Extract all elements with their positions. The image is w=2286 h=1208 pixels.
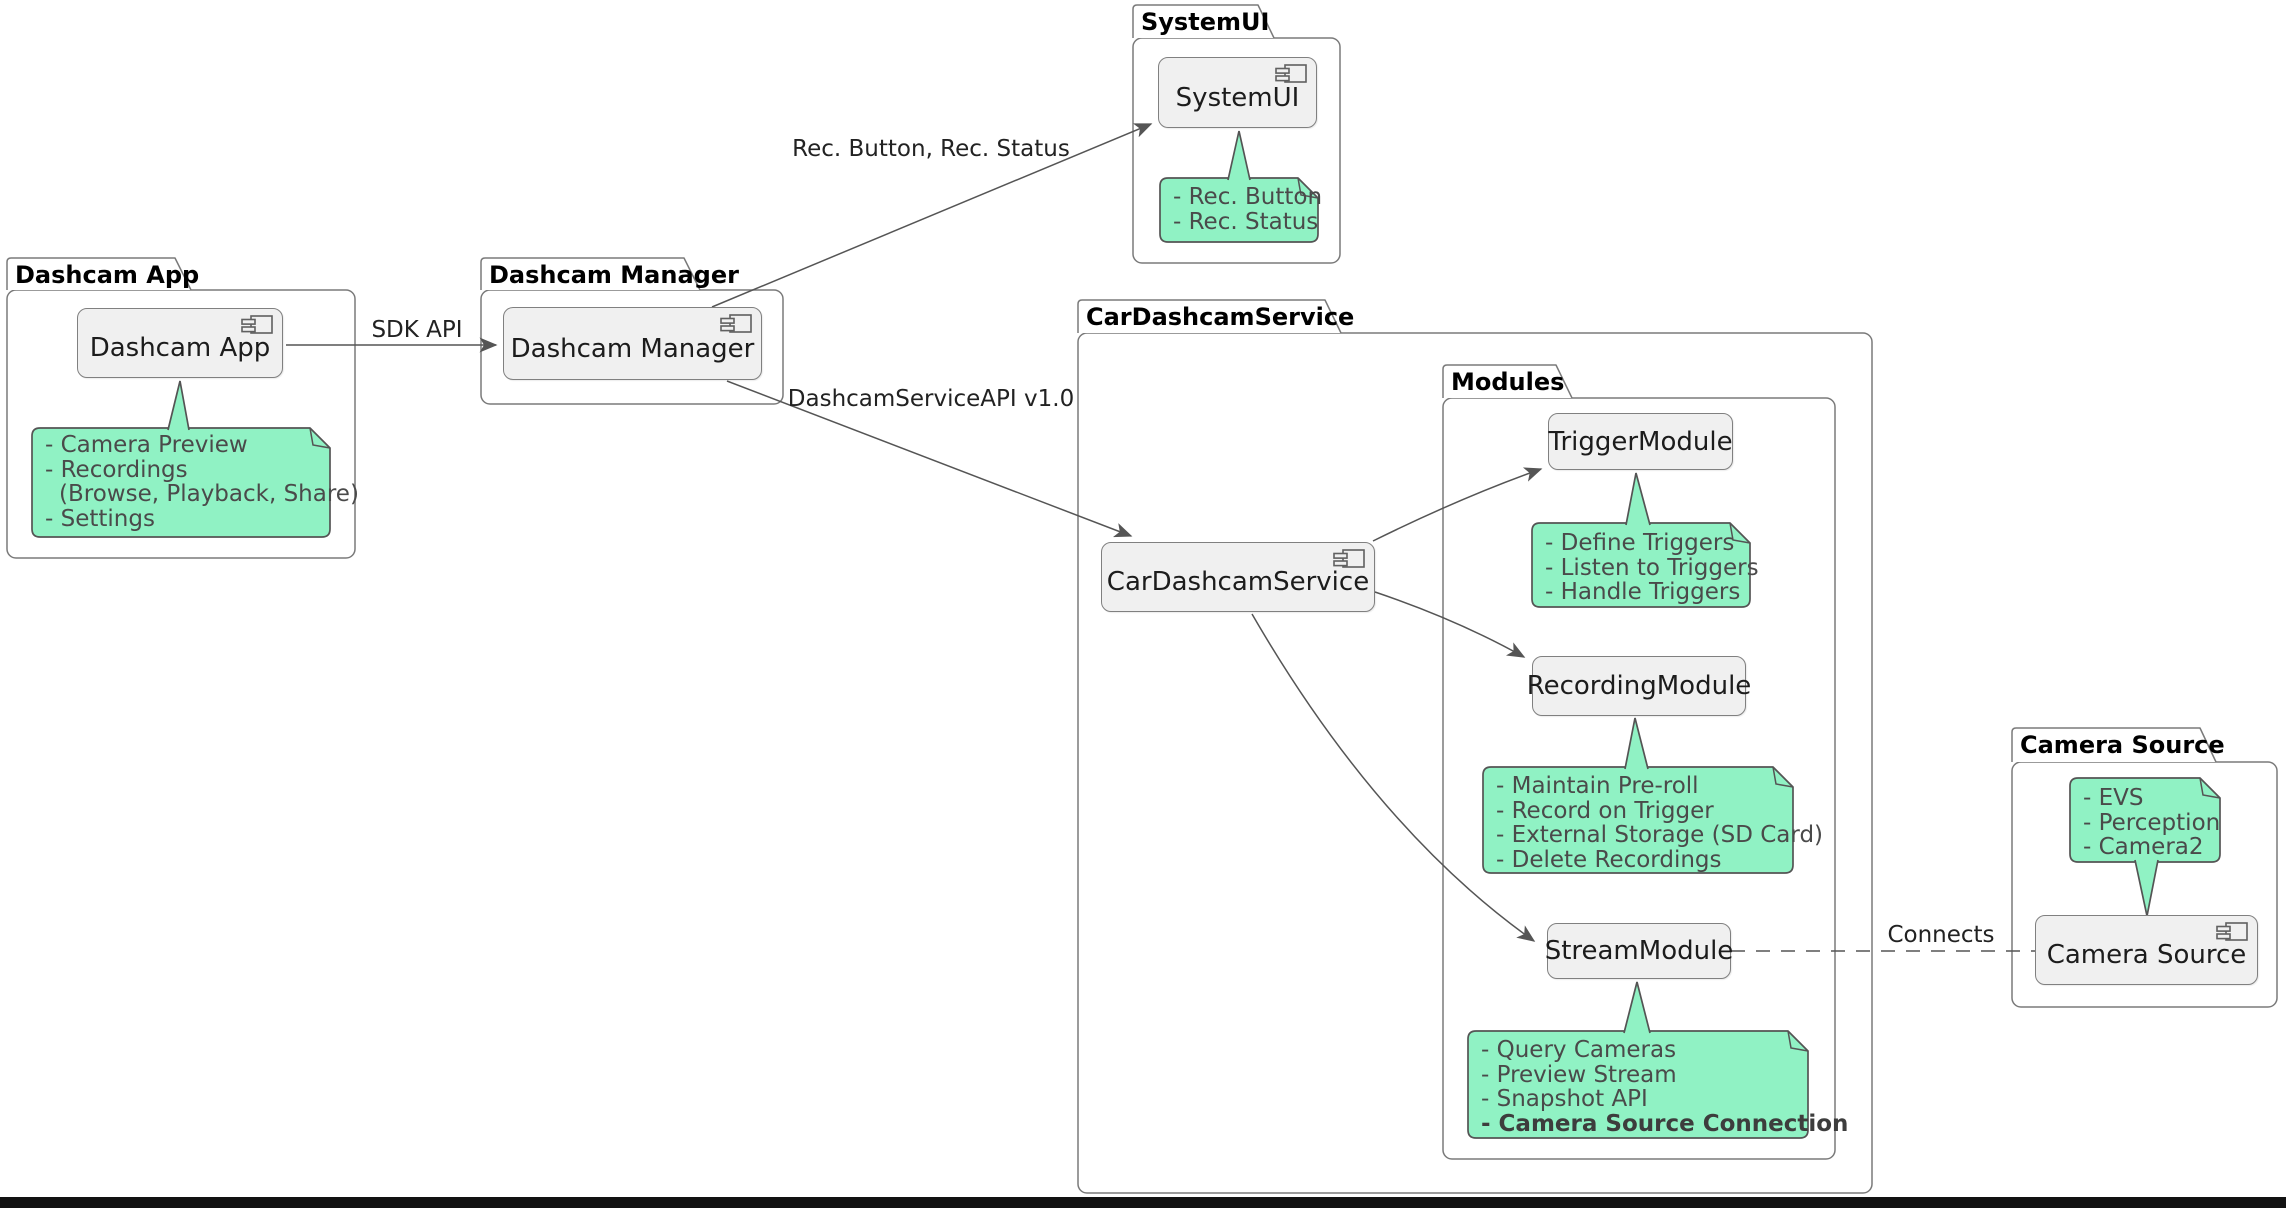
component-label: Dashcam App (89, 333, 271, 363)
edge-service-to-stream (1251, 613, 1536, 942)
note-line: - Record on Trigger (1496, 797, 1714, 824)
component-label: TriggerModule (1548, 426, 1733, 457)
component-label: Camera Source (2046, 940, 2247, 970)
component-label: Dashcam Manager (510, 333, 755, 364)
component-systemui: SystemUI (1158, 57, 1317, 128)
note-tail-recording (1624, 717, 1649, 770)
note-line: - Query Cameras (1481, 1037, 1677, 1063)
note-line: - Delete Recordings (1496, 846, 1722, 873)
note-fold (2199, 777, 2221, 799)
note-line: - Preview Stream (1481, 1061, 1677, 1088)
component-icon (2215, 922, 2249, 946)
note-systemui (1159, 177, 1319, 243)
note-line: - External Storage (SD Card) (1496, 822, 1824, 848)
note-line: - Maintain Pre-roll (1496, 773, 1699, 799)
note-line: (Browse, Playback, Share) (59, 481, 359, 507)
note-line: - Settings (45, 505, 155, 532)
note-camera-source (2069, 777, 2221, 863)
note-line: - Recordings (45, 456, 188, 483)
package-tab-dashcam-manager (480, 257, 701, 291)
component-icon (240, 315, 274, 339)
note-line: - EVS (2083, 785, 2144, 811)
edge-service-to-recording (1374, 591, 1526, 658)
note-line: - Rec. Status (1173, 208, 1319, 235)
package-title-dashcam-app: Dashcam App (15, 261, 200, 289)
edge-manager-to-service (726, 380, 1133, 538)
note-tail-trigger (1625, 472, 1651, 526)
package-title-camera-source: Camera Source (2020, 731, 2225, 759)
component-icon (719, 314, 753, 338)
component-icon (1332, 549, 1366, 573)
component-dashcam-manager: Dashcam Manager (503, 307, 762, 380)
edge-manager-to-systemui (711, 123, 1153, 308)
note-stream-module-text: - Query Cameras - Preview Stream - Snaps… (1468, 1033, 1849, 1140)
note-fold (1297, 177, 1319, 199)
package-tab-modules (1442, 364, 1573, 399)
edge-label-connects: Connects (1887, 922, 1995, 948)
package-tab-camera-source (2011, 727, 2217, 763)
package-tab-systemui (1132, 4, 1275, 39)
package-tab-car-dashcam-service (1077, 299, 1342, 334)
note-tail-stream (1623, 981, 1651, 1034)
note-fold (1787, 1030, 1809, 1052)
edge-service-to-trigger (1372, 467, 1543, 542)
component-dashcam-app: Dashcam App (77, 308, 283, 378)
note-tail-dashcam-app (167, 380, 190, 431)
note-fold (309, 427, 331, 449)
component-trigger-module: TriggerModule (1548, 413, 1733, 470)
note-trigger-module-text: - Define Triggers - Listen to Triggers -… (1532, 526, 1759, 610)
note-line: - Handle Triggers (1545, 579, 1741, 605)
package-title-dashcam-manager: Dashcam Manager (489, 261, 739, 289)
note-dashcam-app-text: - Camera Preview - Recordings (Browse, P… (32, 428, 359, 537)
note-line: - Camera Source Connection (1481, 1110, 1849, 1137)
note-line: - Snapshot API (1481, 1086, 1648, 1112)
edge-label-rec-button-status: Rec. Button, Rec. Status (792, 136, 1070, 162)
note-fold (1729, 522, 1751, 544)
note-recording-module (1482, 766, 1794, 874)
component-stream-module: StreamModule (1544, 923, 1734, 979)
note-recording-module-text: - Maintain Pre-roll - Record on Trigger … (1483, 769, 1824, 875)
note-fold (1772, 766, 1794, 788)
component-recording-module: RecordingModule (1527, 656, 1751, 716)
note-trigger-module (1531, 522, 1751, 608)
package-tab-dashcam-app (6, 257, 192, 291)
note-line: - Define Triggers (1545, 530, 1735, 556)
edge-label-sdk-api: SDK API (371, 317, 463, 343)
note-dashcam-app (31, 427, 331, 538)
note-line: - Listen to Triggers (1545, 554, 1759, 581)
component-label: SystemUI (1175, 82, 1300, 113)
bottom-bar (0, 1197, 2286, 1208)
note-line: - Rec. Button (1173, 184, 1323, 210)
component-label: CarDashcamService (1106, 567, 1370, 597)
note-line: - Camera Preview (45, 432, 248, 458)
component-camera-source: Camera Source (2035, 915, 2258, 985)
component-icon (1274, 64, 1308, 88)
note-camera-source-text: - EVS - Perception - Camera2 (2070, 781, 2220, 865)
package-title-car-dashcam-service: CarDashcamService (1086, 303, 1355, 331)
note-stream-module (1467, 1030, 1809, 1139)
component-label: StreamModule (1544, 936, 1734, 966)
note-line: - Camera2 (2083, 834, 2204, 860)
note-line: - Perception (2083, 809, 2221, 836)
package-title-systemui: SystemUI (1141, 8, 1270, 36)
note-tail-systemui (1227, 130, 1251, 181)
package-title-modules: Modules (1451, 368, 1565, 396)
component-label: RecordingModule (1526, 671, 1752, 701)
edge-label-dashcam-service-api: DashcamServiceAPI v1.0 (787, 386, 1075, 412)
note-systemui-text: - Rec. Button - Rec. Status (1160, 180, 1323, 244)
component-car-dashcam-service: CarDashcamService (1101, 542, 1375, 612)
